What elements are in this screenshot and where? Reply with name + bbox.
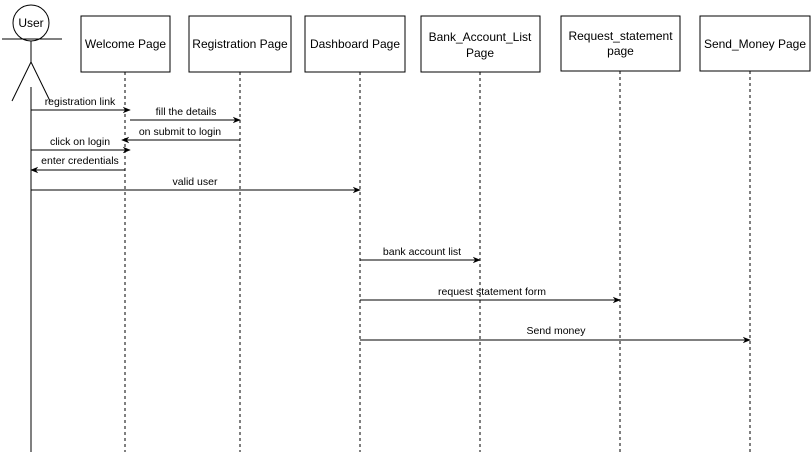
message-label: request statement form — [438, 286, 546, 298]
participant-label-line-1: Bank_Account_List — [429, 30, 532, 44]
actor-leg-left — [11, 61, 32, 102]
message-label: enter credentials — [41, 155, 119, 167]
message-request-statement-form: request statement form — [360, 286, 621, 304]
message-on-submit-to-login: on submit to login — [121, 126, 240, 144]
actor-leg-right — [30, 61, 51, 102]
message-label: bank account list — [383, 246, 461, 258]
message-label: registration link — [45, 96, 116, 108]
message-label: on submit to login — [139, 126, 221, 138]
message-label: Send money — [527, 325, 587, 337]
participant-box — [699, 15, 811, 72]
message-valid-user: valid user — [31, 176, 361, 194]
participant-label-line-2: Page — [466, 46, 494, 60]
participant-box — [188, 15, 292, 73]
message-send-money: Send money — [360, 325, 751, 344]
message-bank-account-list: bank account list — [360, 246, 481, 264]
participant-label-line-1: Request_statement — [568, 29, 673, 43]
participant-request-statement: Request_statement page — [560, 15, 681, 452]
participant-send-money: Send_Money Page — [699, 15, 811, 452]
actor-label: User — [18, 16, 43, 30]
participant-label-line-2: page — [607, 44, 634, 58]
participant-dashboard: Dashboard Page — [304, 15, 406, 452]
participant-label: Registration Page — [192, 37, 288, 51]
participant-box — [560, 15, 681, 72]
message-label: fill the details — [156, 106, 217, 118]
actor-user: User — [2, 4, 62, 452]
participant-bank-account-list: Bank_Account_List Page — [420, 15, 541, 452]
message-label: valid user — [173, 176, 218, 188]
participant-box — [420, 15, 541, 73]
participant-label: Welcome Page — [85, 37, 166, 51]
message-enter-credentials: enter credentials — [30, 155, 125, 174]
participant-label: Dashboard Page — [310, 37, 400, 51]
participant-welcome: Welcome Page — [80, 15, 171, 452]
participant-box — [304, 15, 406, 73]
message-click-on-login: click on login — [31, 136, 131, 154]
message-label: click on login — [50, 136, 110, 148]
message-registration-link: registration link — [31, 96, 131, 114]
participant-registration: Registration Page — [188, 15, 292, 452]
message-fill-the-details: fill the details — [130, 106, 241, 124]
participant-label: Send_Money Page — [704, 37, 806, 51]
